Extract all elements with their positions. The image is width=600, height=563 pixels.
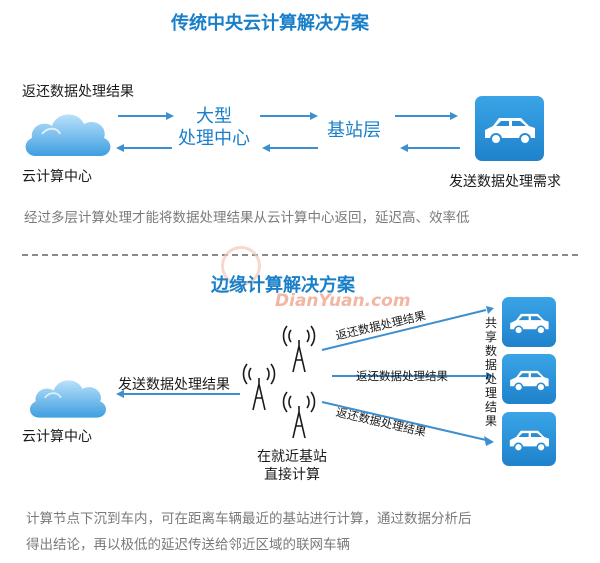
return-result-label: 返还数据处理结果 [22, 84, 134, 100]
big-center-node: 大型 处理中心 [168, 106, 260, 150]
big-center-line1: 大型 [196, 106, 232, 127]
traditional-title: 传统中央云计算解决方案 [171, 13, 369, 34]
traditional-description: 经过多层计算处理才能将数据处理结果从云计算中心返回，延迟高、效率低 [24, 210, 470, 226]
section-divider [22, 254, 578, 256]
send-result-label: 发送数据处理结果 [118, 377, 230, 393]
base-label-line1: 在就近基站 [257, 449, 327, 465]
car-icon-1 [510, 313, 549, 335]
edge-description-line1: 计算节点下沉到车内，可在距离车辆最近的基站进行计算，通过数据分析后 [26, 511, 472, 527]
cloud-center-label-bottom: 云计算中心 [22, 429, 92, 445]
bottom-arrows [116, 306, 494, 446]
car-icon-2 [510, 370, 549, 392]
vehicle-box [475, 96, 544, 161]
cloud-icon-bottom [29, 380, 107, 418]
edge-description: 计算节点下沉到车内，可在距离车辆最近的基站进行计算，通过数据分析后 得出结论，再… [26, 506, 472, 558]
cloud-center-label: 云计算中心 [22, 169, 92, 185]
car-icon [485, 118, 535, 145]
return-label-2: 返还数据处理结果 [356, 369, 448, 383]
vehicle-box-2 [502, 354, 556, 404]
edge-title: 边缘计算解决方案 [211, 275, 355, 296]
base-station-label: 在就近基站 直接计算 [252, 448, 332, 484]
big-center-line2: 处理中心 [178, 128, 250, 149]
cloud-icon [25, 114, 111, 156]
vehicle-box-3 [502, 412, 556, 466]
edge-description-line2: 得出结论，再以极低的延迟传送给邻近区域的联网车辆 [26, 537, 350, 553]
base-label-line2: 直接计算 [264, 467, 320, 483]
top-arrows [116, 112, 460, 152]
vehicle-box-1 [502, 297, 556, 347]
base-layer-node: 基站层 [327, 120, 381, 141]
tower-icon-1 [282, 325, 316, 373]
send-request-label: 发送数据处理需求 [449, 174, 561, 190]
watermark-logo-icon [221, 246, 261, 286]
share-results-label: 共享数据处理结果 [484, 316, 497, 428]
car-icon-3 [509, 430, 549, 452]
watermark-text: DianYuan.com [275, 291, 411, 311]
